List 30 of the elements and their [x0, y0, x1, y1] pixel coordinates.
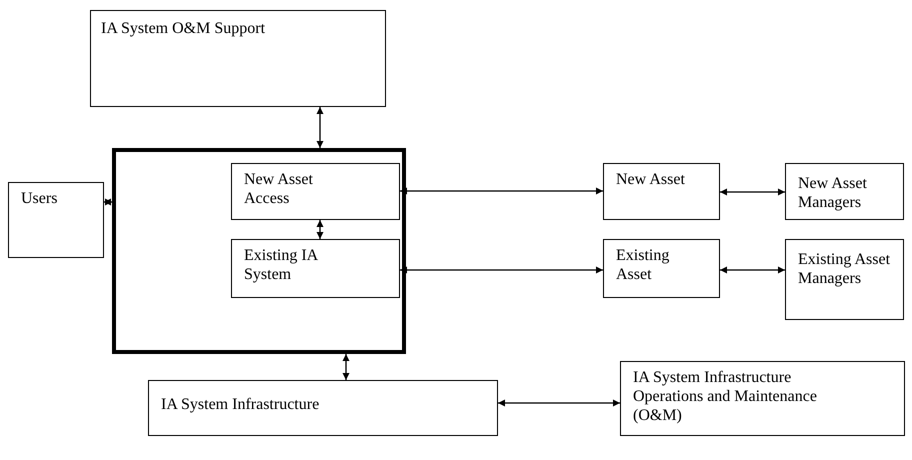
double-arrow	[400, 188, 603, 194]
box-label: Users	[21, 189, 58, 208]
process-box	[603, 163, 720, 220]
process-box	[8, 182, 104, 258]
box-label: New Asset	[616, 170, 686, 189]
double-arrow	[342, 354, 350, 380]
box-label: Existing Asset	[616, 246, 670, 284]
double-arrow	[720, 266, 785, 274]
process-box	[90, 10, 386, 107]
double-arrow	[316, 220, 324, 239]
process-box	[785, 239, 904, 320]
box-label: Existing Asset Managers	[798, 250, 892, 288]
double-arrow	[720, 188, 785, 196]
box-label: New Asset Managers	[798, 174, 868, 212]
process-box	[231, 239, 400, 298]
process-box	[148, 380, 498, 436]
system-frame	[112, 148, 406, 354]
box-label: IA System Infrastructure	[161, 395, 320, 414]
box-label: New Asset Access	[244, 170, 314, 208]
process-box	[785, 163, 904, 220]
double-arrow	[498, 400, 620, 406]
box-label: IA System O&M Support	[101, 19, 266, 38]
process-box	[620, 361, 905, 436]
double-arrow	[400, 266, 603, 274]
double-arrow	[316, 107, 324, 148]
double-arrow	[104, 198, 112, 206]
box-label: IA System Infrastructure Operations and Maintenance (O&M)	[633, 368, 818, 425]
process-box	[231, 163, 400, 220]
process-box	[603, 239, 720, 298]
box-label: Existing IA System	[244, 246, 319, 284]
